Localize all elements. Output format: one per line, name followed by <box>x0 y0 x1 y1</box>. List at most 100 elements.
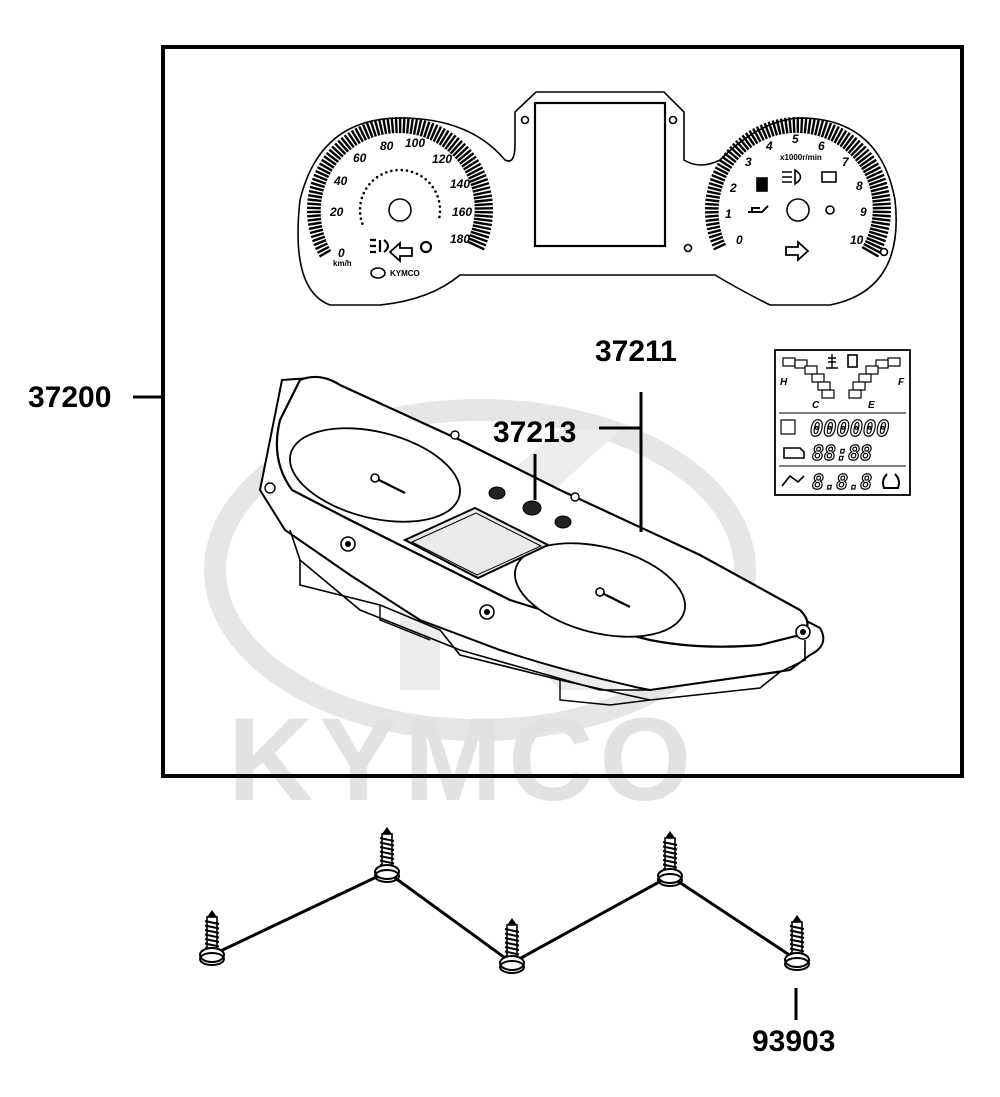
dial-tick <box>315 242 328 251</box>
inner-ring-dot <box>437 200 441 203</box>
dial-tick <box>308 189 323 196</box>
dial-tick <box>402 117 406 134</box>
dial-tick <box>471 182 490 190</box>
dial-tick <box>852 145 867 160</box>
odometer-digits: 000000 <box>810 417 889 442</box>
dial-tick <box>842 134 855 150</box>
clock-digits: 88:88 <box>812 441 872 465</box>
dial-tick <box>452 142 467 157</box>
dial-tick <box>871 193 891 200</box>
dial-tick <box>310 232 325 239</box>
dial-tick <box>373 120 381 136</box>
dial-tick <box>307 214 321 218</box>
dial-tick <box>712 170 727 179</box>
dial-tick <box>405 117 410 134</box>
dial-tick <box>328 148 342 161</box>
dial-tick <box>466 166 484 177</box>
dial-tick <box>474 198 493 203</box>
inner-ring-dot <box>358 212 362 215</box>
inner-ring-dot <box>438 205 442 208</box>
speedo-number-40: 40 <box>333 174 348 188</box>
tacho-number-6: 6 <box>818 139 825 153</box>
tacho-indicators <box>748 168 837 263</box>
battery-icon <box>821 171 837 183</box>
speedo-number-20: 20 <box>329 205 344 219</box>
dial-tick <box>331 145 344 158</box>
dial-tick <box>449 139 463 155</box>
dial-tick <box>833 127 844 144</box>
tacho-number-2: 2 <box>729 181 737 195</box>
tacho-number-4: 4 <box>765 139 773 153</box>
dial-tick <box>321 158 335 169</box>
inner-ring-dot <box>431 185 435 189</box>
dial-tick <box>863 243 882 254</box>
lcd-detail-panel: H C F E 000000 88:88 8.8.8 <box>774 349 911 496</box>
dial-tick <box>708 182 723 189</box>
speedo-unit: km/h <box>333 259 352 268</box>
pressure-digits: 8.8.8 <box>812 470 872 494</box>
dial-tick <box>857 151 873 165</box>
dial-tick <box>435 127 446 144</box>
inner-ring-dot <box>428 181 431 185</box>
dial-tick <box>708 232 723 239</box>
dial-tick <box>864 239 883 251</box>
inner-ring-dot <box>415 172 419 176</box>
dial-tick <box>868 230 888 239</box>
inner-ring-dot <box>395 168 398 172</box>
dial-tick <box>472 186 491 193</box>
dial-tick <box>710 235 724 243</box>
dial-tick <box>871 220 891 226</box>
dial-tick <box>474 202 493 207</box>
tacho-number-7: 7 <box>842 155 850 169</box>
warning-lamp-icon <box>419 240 433 254</box>
dial-tick <box>315 169 330 179</box>
dial-tick <box>869 227 889 235</box>
watermark-ring <box>204 399 756 741</box>
dial-tick <box>854 148 870 162</box>
dial-tick <box>735 139 747 153</box>
instrument-cluster-body <box>258 375 825 706</box>
kymco-logo-badge <box>370 267 386 279</box>
tacho-numbers: 0 1 2 3 4 5 6 7 8 9 10 x1000r/min <box>725 132 867 247</box>
dial-tick <box>325 151 339 163</box>
tacho-number-8: 8 <box>856 179 863 193</box>
tacho-unit: x1000r/min <box>780 153 822 162</box>
dial-tick <box>323 155 337 166</box>
inner-ring-dot <box>385 171 388 174</box>
dial-tick <box>472 224 492 231</box>
dial-tick <box>755 126 765 141</box>
check-engine-icon <box>783 447 805 459</box>
dial-tick <box>870 185 889 193</box>
dial-tick <box>868 177 887 186</box>
dial-tick <box>706 221 720 227</box>
knob-left <box>488 486 506 500</box>
dial-tick <box>872 213 891 218</box>
dial-tick <box>864 166 882 177</box>
dial-tick <box>473 194 493 200</box>
dial-tick <box>432 126 443 143</box>
tacho-number-9: 9 <box>860 205 867 219</box>
inner-ring-dot <box>436 195 439 198</box>
screw <box>657 831 683 887</box>
inner-ring-dot <box>362 191 366 195</box>
screw-chain-lines <box>211 870 798 965</box>
dial-tick <box>763 122 772 138</box>
dial-tick <box>441 132 454 148</box>
dial-tick <box>871 217 891 222</box>
dial-tick <box>767 121 775 137</box>
dial-tick <box>311 235 326 243</box>
inner-ring-dot <box>434 190 437 193</box>
callout-37213: 37213 <box>493 416 576 449</box>
dial-tick <box>867 233 887 243</box>
dial-tick <box>788 117 793 134</box>
dial-tick <box>358 125 368 141</box>
screw <box>199 910 225 966</box>
dial-tick <box>814 119 821 136</box>
dial-tick <box>862 162 880 174</box>
dial-tick <box>347 132 358 147</box>
dial-tick <box>412 118 419 135</box>
screw <box>784 915 810 971</box>
dial-tick <box>365 122 374 138</box>
dial-tick <box>309 185 324 192</box>
dial-tick <box>714 166 729 176</box>
